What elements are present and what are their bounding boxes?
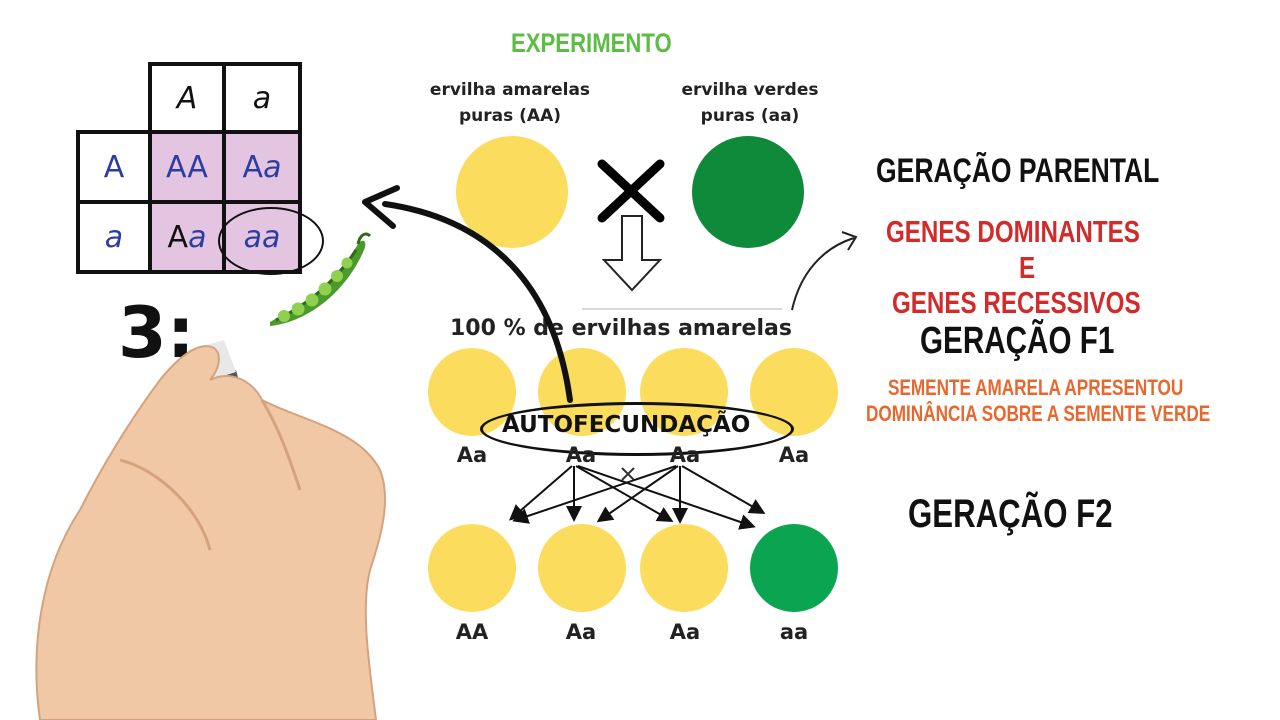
label-line: ervilha verdes — [660, 77, 840, 103]
punnett-col-header-a: a — [222, 62, 302, 134]
yellow-pea-f2 — [640, 524, 728, 612]
divider-line — [582, 308, 782, 310]
genotype-dominant: A — [243, 150, 264, 185]
yellow-pea-f2 — [428, 524, 516, 612]
recessive-genes-label: GENES RECESSIVOS — [892, 285, 1141, 321]
genotype-dominant: A — [168, 220, 189, 255]
f2-generation-label: GERAÇÃO F2 — [908, 492, 1113, 537]
parental-generation-label: GERAÇÃO PARENTAL — [876, 152, 1159, 191]
label-line: puras (AA) — [410, 103, 610, 129]
punnett-cell-AA: AA — [148, 130, 226, 204]
down-arrow-icon — [600, 214, 664, 294]
parent-left-label: ervilha amarelas puras (AA) — [410, 77, 610, 129]
parent-right-label: ervilha verdes puras (aa) — [660, 77, 840, 129]
genotype-recessive: a — [263, 150, 281, 185]
f1-generation-label: GERAÇÃO F1 — [920, 320, 1114, 363]
yellow-pea-f2 — [538, 524, 626, 612]
f2-genotype: Aa — [536, 620, 626, 644]
cross-arrows-icon — [490, 440, 780, 540]
self-fertilization-label: AUTOFECUNDAÇÃO — [502, 412, 750, 438]
genotype-recessive: a — [188, 220, 206, 255]
thin-arrow-icon — [786, 226, 866, 316]
f2-genotype: aa — [749, 620, 839, 644]
punnett-col-header-A: A — [148, 62, 226, 134]
punnett-row-header-a: a — [76, 200, 152, 274]
f2-genotype: Aa — [640, 620, 730, 644]
punnett-row-header-A: A — [76, 130, 152, 204]
dominant-genes-label: GENES DOMINANTES — [886, 214, 1140, 250]
hand-with-marker-icon — [0, 310, 400, 720]
genotype-text: AA — [166, 150, 208, 185]
label-line: puras (aa) — [660, 103, 840, 129]
experiment-title: EXPERIMENTO — [511, 28, 672, 59]
green-pea-f2 — [750, 524, 838, 612]
conjunction-label: E — [1019, 250, 1035, 286]
dominance-note-line2: DOMINÂNCIA SOBRE A SEMENTE VERDE — [866, 401, 1210, 427]
dominance-note-line1: SEMENTE AMARELA APRESENTOU — [888, 375, 1183, 401]
f2-genotype: AA — [427, 620, 517, 644]
label-line: ervilha amarelas — [410, 77, 610, 103]
